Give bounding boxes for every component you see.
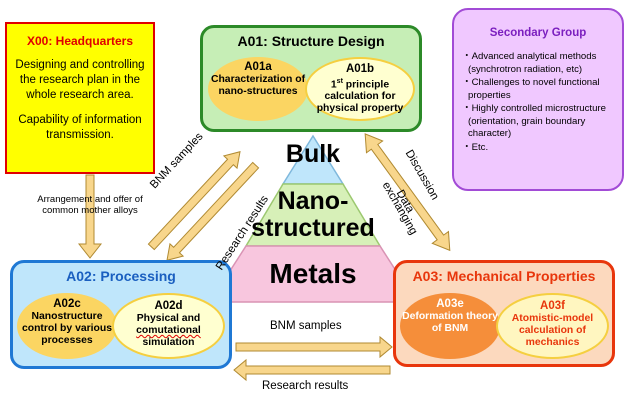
- pyramid-bottom-label: Metals: [269, 258, 357, 289]
- a03e-code: A03e: [436, 298, 464, 310]
- a02-title: A02: Processing: [66, 268, 176, 284]
- a02d-text: Physical and comutational simulation: [136, 313, 201, 348]
- headquarters-text-1: Designing and controlling the research p…: [15, 59, 145, 101]
- headquarters-title: X00: Headquarters: [26, 34, 134, 48]
- research-results-arrow-left: [166, 161, 260, 261]
- a01a-code: A01a: [244, 61, 272, 73]
- a02-processing-box: A02: Processing A02c Nanostructure contr…: [10, 260, 232, 369]
- bnm-samples-arrow-bottom: [235, 335, 393, 359]
- headquarters-box: X00: Headquarters Designing and controll…: [5, 22, 155, 174]
- arrangement-label: Arrangement and offer of common mother a…: [37, 194, 143, 216]
- a01b-text: 1st principle calculation for physical p…: [316, 78, 404, 115]
- a03-mechanical-properties-box: A03: Mechanical Properties A03e Deformat…: [393, 260, 615, 367]
- hq-arrow-down: [77, 174, 103, 259]
- a02c-code: A02c: [53, 298, 81, 310]
- secondary-group-box: Secondary Group ・Advanced analytical met…: [452, 8, 624, 191]
- secondary-item: ・Advanced analytical methods (synchrotro…: [462, 51, 597, 75]
- a01b-oval: A01b 1st principle calculation for physi…: [305, 57, 415, 121]
- secondary-group-list: ・Advanced analytical methods (synchrotro…: [462, 51, 622, 154]
- pyramid-middle-label: Nano- structured: [240, 188, 386, 242]
- pyramid-middle-label-1: Nano-: [277, 187, 349, 215]
- pyramid-top-label: Bulk: [285, 140, 341, 168]
- pyramid-middle-label-2: structured: [251, 214, 375, 242]
- a03f-code: A03f: [540, 300, 565, 312]
- a01b-code: A01b: [345, 63, 375, 75]
- secondary-item: ・Etc.: [462, 141, 489, 153]
- secondary-group-title: Secondary Group: [489, 27, 587, 39]
- a03f-oval: A03f Atomistic-model calculation of mech…: [496, 293, 609, 359]
- a01a-text: Characterization of nano-structures: [210, 74, 306, 97]
- a03-title: A03: Mechanical Properties: [412, 268, 596, 284]
- a02c-text: Nanostructure control by various process…: [21, 311, 113, 346]
- bnm-samples-arrow-left: [147, 151, 241, 251]
- a02d-code: A02d: [154, 300, 183, 312]
- headquarters-text-2: Capability of information transmission.: [18, 114, 142, 141]
- a02d-oval: A02d Physical and comutational simulatio…: [112, 293, 225, 359]
- a02c-oval: A02c Nanostructure control by various pr…: [17, 293, 117, 359]
- secondary-item: ・Challenges to novel functional properti…: [462, 77, 600, 101]
- a03e-oval: A03e Deformation theory of BNM: [400, 293, 500, 359]
- secondary-item: ・Highly controlled microstructure (orien…: [462, 103, 606, 139]
- research-results-label-bottom: Research results: [262, 380, 349, 392]
- bnm-samples-label-bottom: BNM samples: [270, 320, 342, 332]
- a03f-text: Atomistic-model calculation of mechanics: [511, 313, 594, 348]
- a01-structure-design-box: A01: Structure Design A01a Characterizat…: [200, 25, 422, 132]
- a01a-oval: A01a Characterization of nano-structures: [208, 57, 308, 121]
- a03e-text: Deformation theory of BNM: [402, 311, 498, 334]
- a01-title: A01: Structure Design: [237, 33, 385, 49]
- discussion-arrow-right: [364, 133, 451, 252]
- research-results-arrow-bottom: [233, 358, 391, 382]
